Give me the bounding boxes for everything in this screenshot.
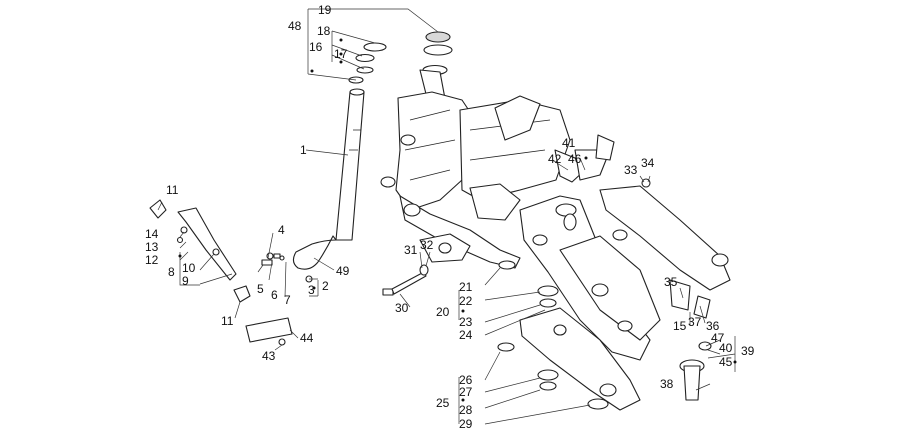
headset-bearing-stack (348, 31, 453, 84)
label-16: 16 (309, 40, 323, 54)
label-23: 23 (459, 315, 473, 329)
label-9: 9 (182, 274, 189, 288)
label-39: 39 (741, 344, 755, 358)
label-37: 37 (688, 315, 702, 329)
label-34: 34 (641, 156, 655, 170)
label-17: 17 (334, 47, 348, 61)
label-36: 36 (706, 319, 720, 333)
label-21: 21 (459, 280, 473, 294)
label-6: 6 (271, 288, 278, 302)
main-frame (380, 69, 586, 269)
label-12: 12 (145, 253, 159, 267)
label-28: 28 (459, 403, 473, 417)
label-8: 8 (168, 265, 175, 279)
label-43: 43 (262, 349, 276, 363)
label-38: 38 (660, 377, 674, 391)
label-11-top: 11 (166, 183, 179, 197)
label-26: 26 (459, 373, 473, 387)
label-42: 42 (548, 152, 562, 166)
label-45: 45 (719, 355, 733, 369)
label-33: 33 (624, 163, 638, 177)
label-31: 31 (404, 243, 418, 257)
label-15: 15 (673, 319, 687, 333)
bolt-assembly (382, 264, 429, 296)
label-47: 47 (711, 331, 725, 345)
label-7: 7 (284, 293, 291, 307)
label-49: 49 (336, 264, 350, 278)
label-32: 32 (420, 238, 434, 252)
label-30: 30 (395, 301, 409, 315)
part-labels: 19 48 18 16 17 1 11 14 13 12 10 8 9 11 4… (145, 3, 755, 431)
label-1: 1 (300, 143, 307, 157)
label-25: 25 (436, 396, 450, 410)
label-46: 46 (568, 152, 582, 166)
label-44: 44 (300, 331, 314, 345)
label-5: 5 (257, 282, 264, 296)
label-4: 4 (278, 223, 285, 237)
lower-links-and-bearings (497, 134, 731, 411)
label-3: 3 (308, 283, 315, 297)
label-41: 41 (562, 136, 576, 150)
label-10: 10 (182, 261, 196, 275)
leader-lines (157, 8, 736, 425)
label-13: 13 (145, 240, 159, 254)
label-48: 48 (288, 19, 302, 33)
label-24: 24 (459, 328, 473, 342)
label-27: 27 (459, 385, 473, 399)
label-29: 29 (459, 417, 473, 431)
label-2: 2 (322, 279, 329, 293)
label-35: 35 (664, 275, 678, 289)
label-40: 40 (719, 341, 733, 355)
left-bracket-parts (149, 199, 293, 346)
steering-tube (292, 88, 365, 270)
bracket-markers (178, 38, 737, 402)
label-19: 19 (318, 3, 332, 17)
label-11-bottom: 11 (221, 314, 234, 328)
label-20: 20 (436, 305, 450, 319)
label-14: 14 (145, 227, 159, 241)
label-22: 22 (459, 294, 473, 308)
label-18: 18 (317, 24, 331, 38)
